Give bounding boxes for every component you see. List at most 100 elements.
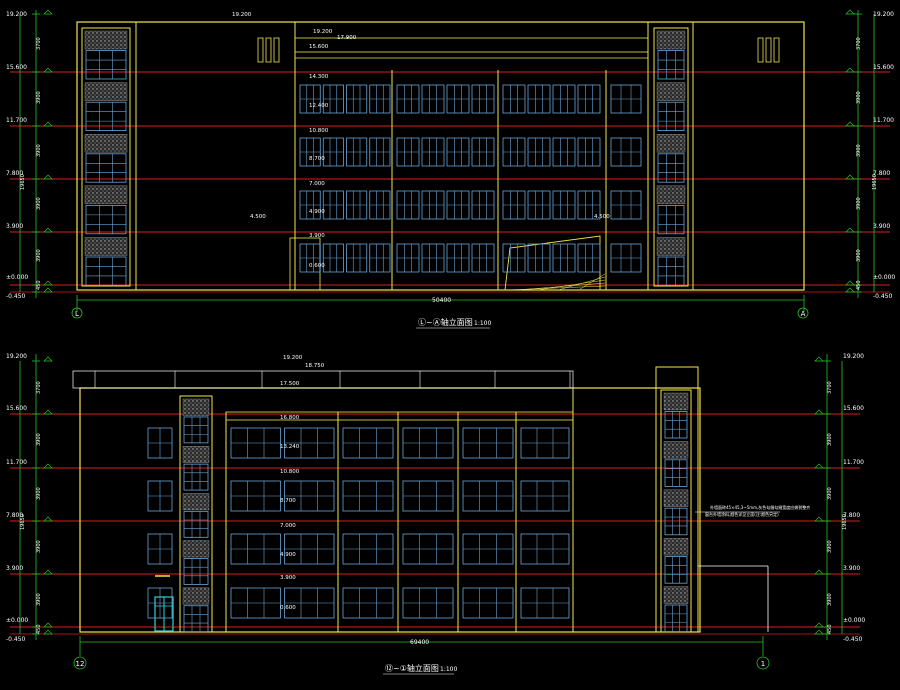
bot-dim-right-1: 3900 <box>827 433 833 446</box>
top-stair-tower-left <box>81 27 131 287</box>
bot-level-right-1: 15.600 <box>843 405 864 412</box>
bot-dim-right-0: 3700 <box>827 381 833 394</box>
bot-note-line-2: 窗台外墙涂料,颜色详见立面(注:颜色另定) <box>705 511 779 517</box>
top-scale: 1:100 <box>474 320 491 327</box>
top-stair-tower-right-glazing <box>657 50 685 80</box>
top-dim-total-right: 19650 <box>872 174 878 190</box>
top-level-marker <box>845 174 855 180</box>
top-vent <box>273 37 280 63</box>
bot-axis-bubble-left <box>73 656 87 670</box>
top-level-marker <box>43 121 53 127</box>
top-axis-bubble-left <box>71 307 83 319</box>
top-stair-towers <box>81 27 689 287</box>
bot-stair-tower-right-hatch <box>663 392 689 411</box>
bot-level-right-0: 19.200 <box>843 353 864 360</box>
top-vent <box>265 37 272 63</box>
top-stair-tower-right-hatch <box>656 237 686 256</box>
top-level-left-4: 3.900 <box>6 223 23 230</box>
bot-stair-tower-right-glazing <box>664 459 688 487</box>
bot-level-right-4: 3.900 <box>843 565 860 572</box>
bot-level-right-2: 11.700 <box>843 459 864 466</box>
bot-dim-right-2: 3900 <box>827 487 833 500</box>
top-level-left-1: 15.600 <box>6 64 27 71</box>
top-side-level-right: 4.500 <box>594 214 610 220</box>
top-level-right-2: 11.700 <box>873 117 894 124</box>
top-level-marker <box>43 67 53 73</box>
bot-level-marker <box>43 409 53 415</box>
bot-inner-level-9: 3.900 <box>280 575 296 581</box>
top-parapet <box>294 37 649 53</box>
top-dim-left-4: 3900 <box>36 249 42 262</box>
bot-inner-level-5: 10.800 <box>280 469 300 475</box>
bot-dim-total-left: 19650 <box>20 514 26 530</box>
top-inner-level-1: 19.200 <box>313 29 333 35</box>
top-stair-tower-right-hatch <box>656 185 686 205</box>
top-dimension-marks <box>19 9 875 329</box>
top-overall-width: 50400 <box>432 297 451 304</box>
top-dim-right-5: 450 <box>856 280 862 290</box>
bot-level-marker <box>43 622 53 628</box>
top-level-marker <box>43 227 53 233</box>
top-inner-level-7: 8.700 <box>309 156 325 162</box>
top-level-right-0: 19.200 <box>873 11 894 18</box>
bottom-window-grid <box>147 427 570 619</box>
bot-inner-level-2: 17.500 <box>280 381 300 387</box>
bottom-stair-towers <box>179 389 692 633</box>
bot-level-marker <box>43 569 53 575</box>
bot-stair-tower-right-hatch <box>663 489 689 507</box>
bot-dim-left-0: 3700 <box>36 381 42 394</box>
bot-stair-tower-left-hatch <box>182 493 210 511</box>
top-stair-tower-left-hatch <box>84 30 128 50</box>
bot-dim-right-3: 3900 <box>827 540 833 553</box>
top-dim-left-0: 3700 <box>36 37 42 50</box>
bot-stair-tower-left-glazing <box>183 416 209 444</box>
top-level-left-5: ±0.000 <box>6 274 28 281</box>
top-stair-tower-left-glazing <box>85 153 127 183</box>
bot-level-left-6: -0.450 <box>6 636 26 643</box>
top-dim-total-left: 19650 <box>20 174 26 190</box>
top-stair-tower-right-glazing <box>657 205 685 235</box>
top-facade-outline <box>76 21 805 291</box>
top-caption: Ⓛ~Ⓐ轴立面图 <box>418 317 473 327</box>
bot-axis-right-label: 1 <box>761 660 765 668</box>
bot-stair-tower-right-hatch <box>663 586 689 604</box>
top-ramp-line <box>559 276 606 290</box>
bot-level-marker <box>814 629 824 635</box>
top-dim-left-2: 3900 <box>36 144 42 157</box>
bot-stair-tower-right-glazing <box>664 556 688 584</box>
top-level-marker <box>845 9 855 15</box>
bot-dim-total-right: 19650 <box>842 514 848 530</box>
top-stair-tower-left-hatch <box>84 133 128 153</box>
bot-level-left-4: 3.900 <box>6 565 23 572</box>
top-level-right-3: 7.800 <box>873 170 890 177</box>
top-level-marker <box>43 174 53 180</box>
top-elevation-view: 19.200 15.600 11.700 7.800 3.900 ±0.000 … <box>6 9 895 329</box>
bottom-dimension-marks <box>19 354 843 675</box>
top-level-right-1: 15.600 <box>873 64 894 71</box>
top-inner-level-0: 19.200 <box>232 12 252 18</box>
top-dim-right-2: 3900 <box>856 144 862 157</box>
top-dim-left-5: 450 <box>36 280 42 290</box>
bot-level-left-2: 11.700 <box>6 459 27 466</box>
bot-level-left-0: 19.200 <box>6 353 27 360</box>
top-inner-level-3: 15.600 <box>309 44 329 50</box>
top-inner-level-6: 10.800 <box>309 128 329 134</box>
bot-caption: ⑫~①轴立面图 <box>385 663 439 673</box>
top-stair-tower-right <box>653 27 689 287</box>
bot-stair-tower-left-hatch <box>182 540 210 558</box>
bot-scale: 1:100 <box>440 666 457 673</box>
top-level-marker <box>43 287 53 293</box>
top-inner-level-5: 12.400 <box>309 103 329 109</box>
bot-stair-tower-left-glazing <box>183 558 209 585</box>
top-level-marker <box>43 9 53 15</box>
top-vent <box>757 37 764 63</box>
bot-stair-tower-left-glazing <box>183 463 209 491</box>
top-vent <box>773 37 780 63</box>
top-dim-right-0: 3700 <box>856 37 862 50</box>
top-level-left-6: -0.450 <box>6 293 26 300</box>
bot-dim-right-5: 450 <box>827 624 833 634</box>
bot-canopy <box>225 411 574 421</box>
top-ramp-line <box>505 285 606 291</box>
